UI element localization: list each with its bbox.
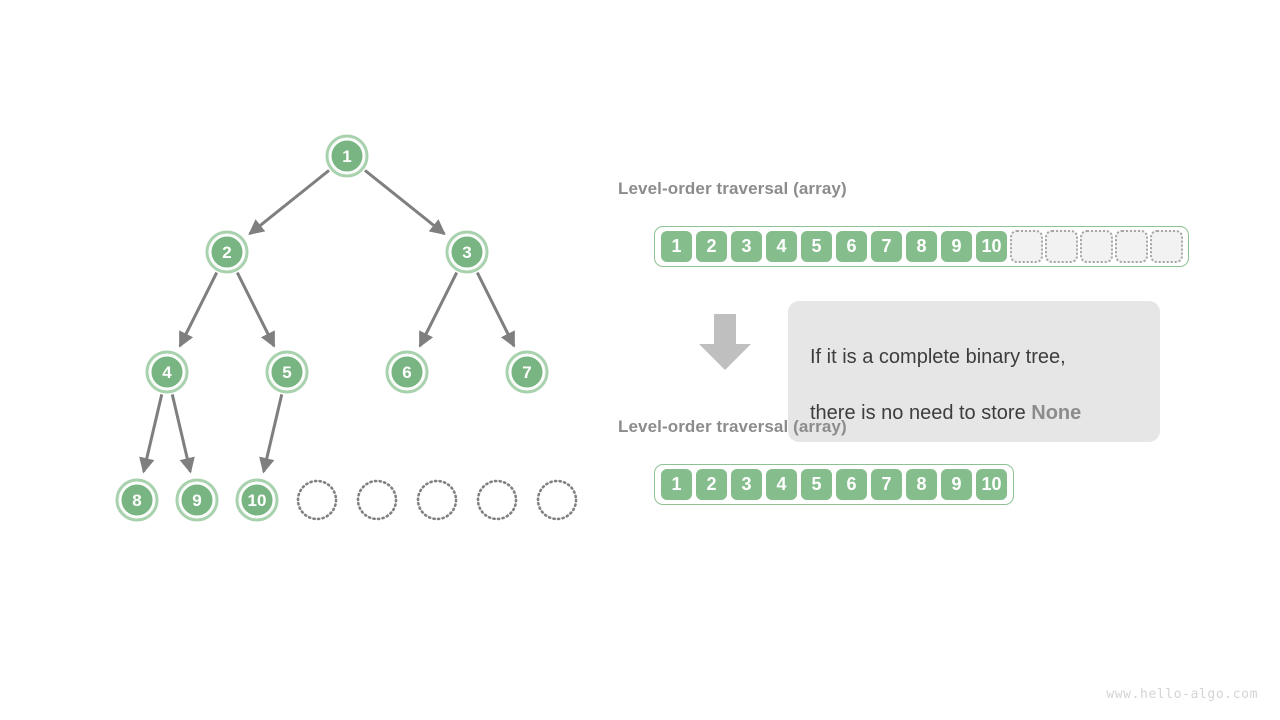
array-compact-title: Level-order traversal (array) [618,417,847,437]
array-with-none-cell: 3 [730,230,763,263]
tree-node-label: 3 [462,243,471,262]
array-compact-cell: 8 [905,468,938,501]
array-with-none-title: Level-order traversal (array) [618,179,847,199]
array-compact-cell: 4 [765,468,798,501]
array-with-none-empty-cell [1115,230,1148,263]
tree-node-8: 8 [115,478,159,522]
tree-node-7: 7 [505,350,549,394]
array-with-none-cell: 1 [660,230,693,263]
array-compact-cell: 5 [800,468,833,501]
tree-node-label: 6 [402,363,411,382]
array-with-none-empty-cell [1045,230,1078,263]
tree-node-9: 9 [175,478,219,522]
down-arrow-icon [699,314,751,370]
array-compact-cell: 9 [940,468,973,501]
array-with-none-cell: 2 [695,230,728,263]
tree-node-label: 10 [248,491,267,510]
tree-node-3: 3 [445,230,489,274]
tree-edge-n1-n3 [364,169,446,236]
array-with-none-cell: 4 [765,230,798,263]
tree-node-label: 8 [132,491,141,510]
tree-edge-n5-n10 [259,394,284,474]
tree-edge-n3-n6 [418,271,459,348]
tree-node-placeholder [536,479,578,521]
array-compact-cell: 2 [695,468,728,501]
tree-node-6: 6 [385,350,429,394]
array-compact-cell: 7 [870,468,903,501]
callout-line-1: If it is a complete binary tree, [810,346,1066,368]
array-with-none-cell: 7 [870,230,903,263]
tree-node-label: 1 [342,147,351,166]
array-with-none-cell: 8 [905,230,938,263]
tree-node-placeholder [356,479,398,521]
array-with-none-empty-cell [1080,230,1113,263]
watermark: www.hello-algo.com [1106,687,1258,702]
tree-edge-n1-n2 [248,169,330,236]
array-with-none-cell: 10 [975,230,1008,263]
tree-node-1: 1 [325,134,369,178]
tree-node-placeholder [416,479,458,521]
tree-nodes: 1 2 3 4 5 6 7 8 9 10 [115,134,578,522]
array-compact-cell: 3 [730,468,763,501]
tree-node-2: 2 [205,230,249,274]
tree-node-label: 2 [222,243,231,262]
tree-node-4: 4 [145,350,189,394]
callout-none-keyword: None [1031,402,1082,424]
tree-edges [139,169,516,474]
section-title-top: Level-order traversal (array) [618,179,847,198]
array-compact-cell: 10 [975,468,1008,501]
array-with-none-cell: 6 [835,230,868,263]
tree-node-10: 10 [235,478,279,522]
array-with-none-cell: 9 [940,230,973,263]
section-title-bottom: Level-order traversal (array) [618,417,847,436]
tree-edge-n2-n4 [178,271,219,348]
array-with-none-cell: 5 [800,230,833,263]
tree-node-label: 4 [162,363,172,382]
tree-node-label: 5 [282,363,291,382]
tree-edge-n4-n9 [170,394,195,474]
tree-edge-n4-n8 [139,394,164,474]
array-with-none-empty-cell [1150,230,1183,263]
tree-node-placeholder [476,479,518,521]
tree-edge-n3-n7 [475,271,516,348]
array-with-none-empty-cell [1010,230,1043,263]
tree-node-placeholder [296,479,338,521]
callout-text: If it is a complete binary tree, there i… [810,315,1138,427]
callout-line-2-prefix: there is no need to store [810,402,1032,424]
callout-box: If it is a complete binary tree, there i… [788,301,1160,442]
tree-node-label: 9 [192,491,201,510]
tree-node-5: 5 [265,350,309,394]
array-compact-cell: 1 [660,468,693,501]
array-compact-cell: 6 [835,468,868,501]
tree-node-label: 7 [522,363,531,382]
binary-tree-diagram: 1 2 3 4 5 6 7 8 9 10 [115,134,578,522]
tree-edge-n2-n5 [235,271,276,348]
